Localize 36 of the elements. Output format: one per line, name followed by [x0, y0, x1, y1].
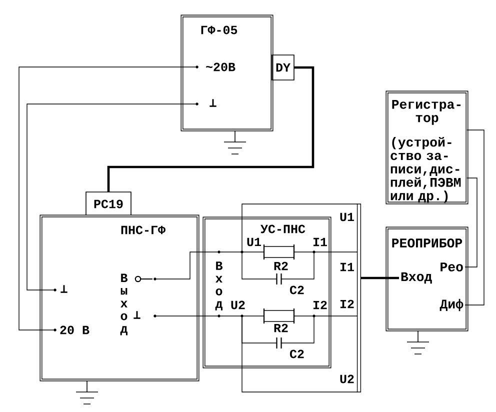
terminal-label: ~20В: [206, 62, 236, 72]
wire-label: U2: [339, 374, 355, 384]
wire-label: I2: [339, 299, 355, 309]
terminal-label: ⊥: [134, 311, 140, 319]
wire: [242, 253, 278, 280]
vertical-label: Выход: [120, 274, 128, 336]
wire: [280, 253, 314, 280]
terminal-label: Рео: [440, 262, 463, 272]
wire-label: U1: [339, 212, 355, 222]
wire: [242, 317, 358, 392]
cable: [360, 276, 399, 280]
component-label: R2: [274, 262, 288, 270]
bus-bar: [356, 204, 362, 392]
connector-box: DY: [272, 54, 294, 80]
terminal-label: Вход: [401, 272, 432, 284]
terminal-label: U1: [247, 238, 261, 246]
vertical-label: Вход: [215, 262, 222, 310]
wire: [242, 204, 358, 251]
terminal-label: I2: [313, 300, 327, 310]
wire: [18, 66, 196, 330]
cable: [107, 66, 314, 192]
connector-box: РС19: [86, 192, 132, 216]
terminal-label: Диф: [440, 298, 464, 312]
wire: [156, 252, 218, 280]
wire-label: I1: [339, 262, 355, 272]
component-label: R2: [274, 324, 288, 332]
terminal-label: 20 В: [60, 326, 90, 334]
terminal-label: I1: [313, 238, 327, 246]
description-text: (устрой- ство за- писи,дис- плей,ПЭВМ или др.): [390, 137, 461, 203]
terminal-label: ⊥: [210, 99, 216, 107]
wire: [280, 317, 314, 344]
terminal-label: U2: [231, 300, 245, 310]
wire: [464, 130, 484, 306]
wire: [464, 178, 478, 268]
terminal-label: ⊥: [60, 285, 68, 293]
wire: [26, 104, 196, 290]
